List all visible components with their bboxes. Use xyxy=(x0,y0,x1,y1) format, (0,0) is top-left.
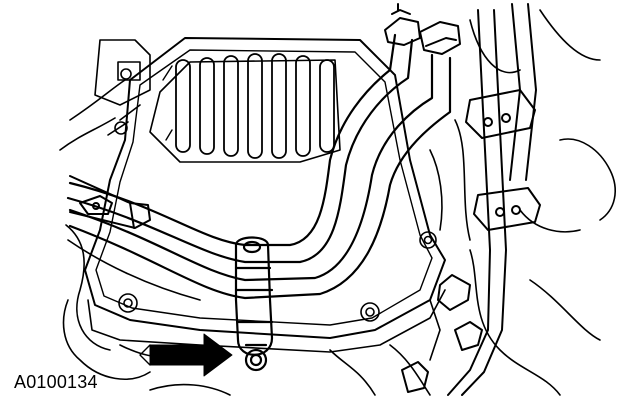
line-clips-right xyxy=(401,3,541,396)
background-details xyxy=(59,9,616,396)
pan-bolts xyxy=(114,68,437,322)
direction-arrow xyxy=(139,333,233,377)
transmission-pan xyxy=(84,37,446,353)
line-bracket xyxy=(234,236,274,372)
line-clip-left xyxy=(69,175,151,229)
line-fittings xyxy=(384,3,461,55)
cooler-lines xyxy=(66,33,452,301)
pan-ribs xyxy=(162,53,335,159)
figure-reference-code: A0100134 xyxy=(14,372,98,392)
